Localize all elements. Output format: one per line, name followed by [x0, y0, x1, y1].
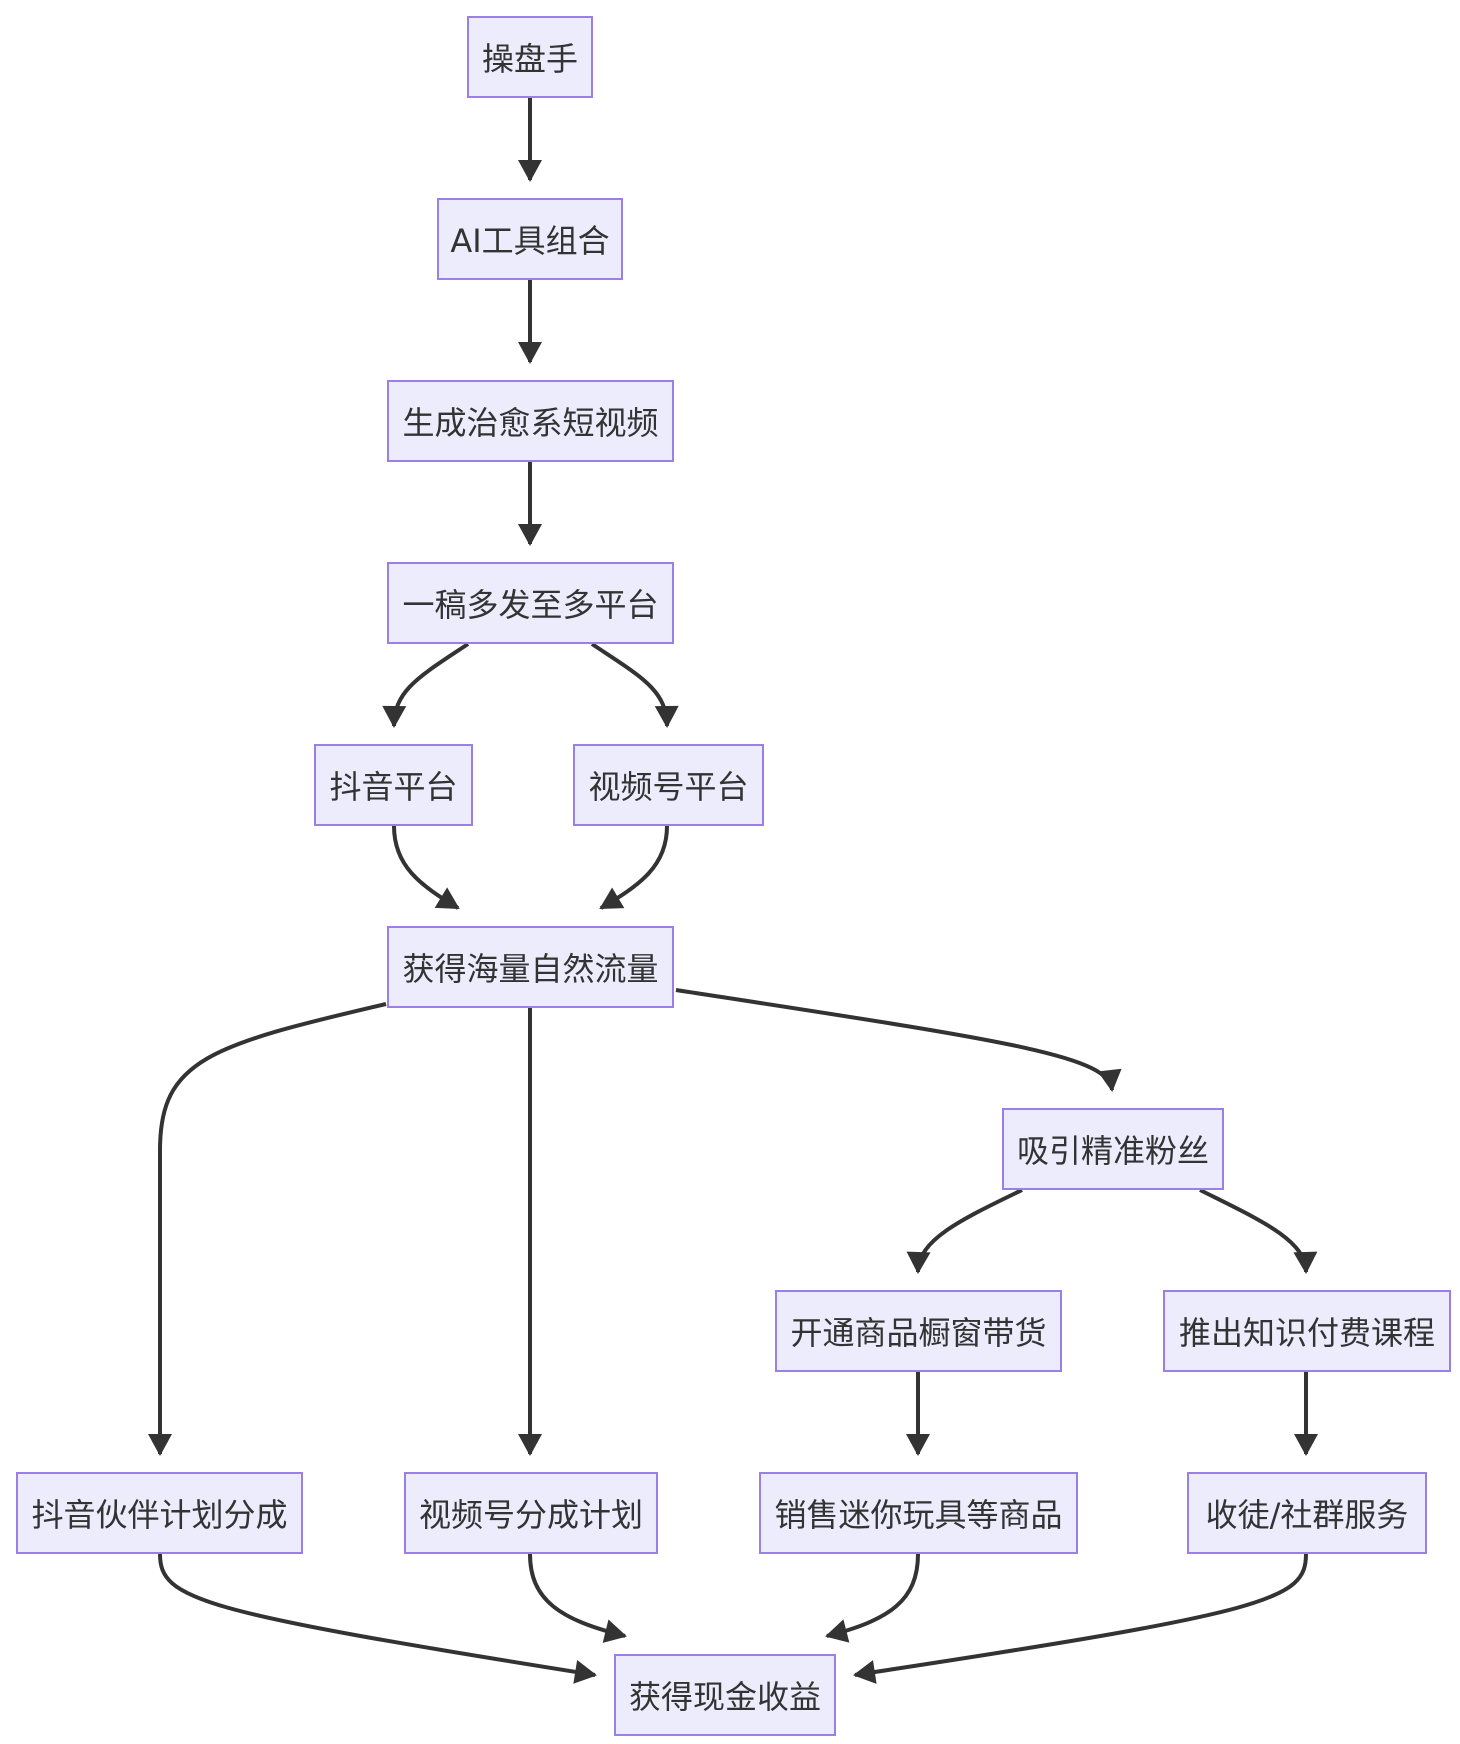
arrowhead-n13-n15 — [825, 1619, 850, 1643]
node-cash-income: 获得现金收益 — [614, 1654, 836, 1736]
node-ai-tools: AI工具组合 — [437, 198, 623, 280]
edge-n12-n15 — [528, 1553, 626, 1638]
node-fans: 吸引精准粉丝 — [1002, 1108, 1224, 1190]
edge-n7-n11 — [158, 1002, 387, 1454]
edge-n8-n10 — [1199, 1188, 1308, 1273]
arrowhead-n1-n2 — [518, 160, 542, 182]
node-channels-revenue: 视频号分成计划 — [404, 1472, 658, 1554]
edge-n13-n15 — [826, 1553, 920, 1638]
edge-n8-n9 — [916, 1188, 1023, 1273]
node-channels-platform: 视频号平台 — [573, 744, 764, 826]
node-sell-goods: 销售迷你玩具等商品 — [759, 1472, 1078, 1554]
node-operator: 操盘手 — [467, 16, 593, 98]
arrowhead-n8-n10 — [1293, 1251, 1318, 1274]
edge-n4-n5 — [392, 642, 470, 727]
arrowhead-n6-n7 — [599, 887, 625, 910]
arrowhead-n7-n11 — [148, 1434, 172, 1456]
arrowhead-n7-n8 — [1097, 1068, 1122, 1092]
arrowhead-n14-n15 — [853, 1660, 877, 1684]
arrowhead-n4-n5 — [382, 705, 407, 728]
node-showcase: 开通商品橱窗带货 — [775, 1290, 1062, 1372]
node-douyin-platform: 抖音平台 — [314, 744, 473, 826]
arrowhead-n5-n7 — [434, 887, 460, 910]
arrowhead-n8-n9 — [906, 1251, 931, 1274]
node-multi-publish: 一稿多发至多平台 — [387, 562, 674, 644]
arrowhead-n12-n15 — [602, 1619, 627, 1643]
node-knowledge-course: 推出知识付费课程 — [1163, 1290, 1451, 1372]
arrowhead-n11-n15 — [573, 1659, 597, 1684]
node-douyin-partner: 抖音伙伴计划分成 — [16, 1472, 303, 1554]
node-traffic: 获得海量自然流量 — [387, 926, 674, 1008]
arrowhead-n9-n13 — [906, 1434, 930, 1456]
arrowhead-n3-n4 — [518, 524, 542, 546]
node-generate-video: 生成治愈系短视频 — [387, 380, 674, 462]
node-apprentice-community: 收徒/社群服务 — [1187, 1472, 1427, 1554]
edge-n4-n6 — [590, 642, 669, 727]
arrowhead-n7-n12 — [518, 1434, 542, 1456]
edge-n14-n15 — [854, 1553, 1308, 1677]
edge-n11-n15 — [158, 1553, 596, 1677]
arrowhead-n4-n6 — [654, 705, 679, 728]
arrowhead-n10-n14 — [1294, 1434, 1318, 1456]
arrowhead-n2-n3 — [518, 342, 542, 364]
edge-n7-n8 — [675, 988, 1114, 1091]
